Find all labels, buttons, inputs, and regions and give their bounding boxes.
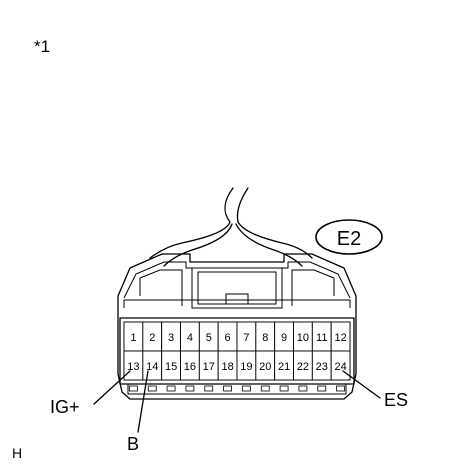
pin-number: 11 xyxy=(316,332,327,344)
pin-cell: 4 xyxy=(180,321,200,352)
bottom-slot xyxy=(223,385,232,392)
bottom-slot xyxy=(298,385,308,392)
ig-plus-label: IG+ xyxy=(50,397,80,417)
pin-cell: 7 xyxy=(236,321,257,352)
bottom-slot xyxy=(260,385,270,392)
pin-number: 6 xyxy=(225,332,231,344)
pin-cell: 12 xyxy=(330,321,351,352)
es-label: ES xyxy=(384,390,408,410)
callout-leaders xyxy=(93,370,381,433)
pin-cell: 11 xyxy=(311,321,332,352)
ig-plus-leader xyxy=(93,370,131,405)
corner-code: H xyxy=(12,445,22,461)
pin-cell: 9 xyxy=(274,321,294,352)
pin-number: 3 xyxy=(168,332,174,344)
pin-cell: 24 xyxy=(330,350,351,381)
pin-number: 14 xyxy=(146,361,158,373)
pin-number: 7 xyxy=(243,332,249,344)
bottom-slot xyxy=(185,385,195,392)
pin-number: 2 xyxy=(149,332,155,344)
pin-cell: 21 xyxy=(274,350,294,381)
bottom-slot xyxy=(336,385,345,392)
bottom-slot xyxy=(204,385,214,392)
pin-cell: 2 xyxy=(142,321,163,352)
pin-number: 18 xyxy=(221,361,233,373)
pin-cell: 5 xyxy=(198,321,219,352)
pin-number: 5 xyxy=(206,332,212,344)
pin-cell: 16 xyxy=(180,350,200,381)
pin-number: 15 xyxy=(165,361,177,373)
pin-cell: 17 xyxy=(198,350,219,381)
pin-number: 19 xyxy=(240,361,252,373)
pin-number: 23 xyxy=(316,361,328,373)
pin-number: 22 xyxy=(297,361,309,373)
b-leader xyxy=(137,370,149,433)
connector-code-badge: E2 xyxy=(315,219,383,255)
pin-cell: 18 xyxy=(217,350,238,381)
bottom-slot xyxy=(166,385,176,392)
pin-number: 21 xyxy=(278,361,290,373)
pin-number: 16 xyxy=(184,361,196,373)
bottom-slot xyxy=(129,385,138,392)
pin-number: 10 xyxy=(297,332,309,344)
pin-cell: 23 xyxy=(311,350,332,381)
pin-number: 8 xyxy=(262,332,268,344)
pin-number: 24 xyxy=(334,361,346,373)
pin-cell: 6 xyxy=(217,321,238,352)
bottom-slot xyxy=(147,385,157,392)
pin-number: 20 xyxy=(259,361,271,373)
es-leader xyxy=(342,370,381,399)
wire-harness xyxy=(149,187,313,267)
pin-cell: 15 xyxy=(161,350,181,381)
bottom-slots xyxy=(129,385,345,392)
bottom-slot xyxy=(242,385,251,392)
pin-number: 12 xyxy=(334,332,346,344)
pin-number: 1 xyxy=(130,332,136,344)
pin-cell: 22 xyxy=(293,350,313,381)
pin-number: 17 xyxy=(203,361,215,373)
connector-code: E2 xyxy=(337,228,361,250)
pin-cell: 19 xyxy=(236,350,257,381)
pin-cell: 1 xyxy=(123,321,144,352)
reference-marker: *1 xyxy=(34,37,50,56)
pin-number: 9 xyxy=(281,332,287,344)
bottom-slot xyxy=(317,385,327,392)
pin-cell: 20 xyxy=(255,350,276,381)
pin-number: 13 xyxy=(127,361,139,373)
pin-cell: 14 xyxy=(142,350,163,381)
pin-cell: 10 xyxy=(293,321,313,352)
pin-cell: 3 xyxy=(161,321,181,352)
pin-number: 4 xyxy=(187,332,193,344)
pin-cell: 13 xyxy=(123,350,144,381)
bottom-slot xyxy=(279,385,289,392)
b-label: B xyxy=(127,434,139,454)
pin-cell: 8 xyxy=(255,321,276,352)
